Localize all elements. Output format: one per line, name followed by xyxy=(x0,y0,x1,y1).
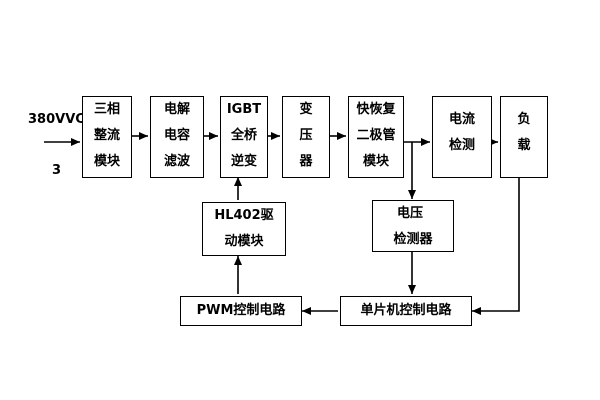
block-label-line: 器 xyxy=(299,154,313,169)
block-label-line: HL402驱 xyxy=(214,208,274,223)
arrow-load-to-mcu xyxy=(472,176,520,315)
input-phase-label: 3 xyxy=(52,163,62,178)
block-label-line: 模块 xyxy=(93,154,120,169)
block-label-line: 电容 xyxy=(163,128,190,143)
block-label-line: PWM控制电路 xyxy=(196,303,286,318)
voltage-detector-block: 电压 检测器 xyxy=(372,200,454,252)
block-label-line: 逆变 xyxy=(230,154,257,169)
rectifier-module-block: 三相 整流 模块 xyxy=(82,96,132,178)
hl402-driver-block: HL402驱 动模块 xyxy=(202,202,286,256)
block-label-line: 动模块 xyxy=(224,234,264,249)
input-voltage-label: 380VVC xyxy=(28,112,85,127)
capacitor-filter-block: 电解 电容 滤波 xyxy=(150,96,204,178)
block-label-line: 三相 xyxy=(93,102,120,117)
block-label-line: 整流 xyxy=(93,128,120,143)
load-block: 负 载 xyxy=(500,96,548,178)
block-label-line: 压 xyxy=(299,128,313,143)
block-label-line: 变 xyxy=(299,102,313,117)
block-label-line: 二极管 xyxy=(356,128,396,143)
block-label-line: 检测器 xyxy=(393,232,433,247)
block-label-line: 电流 xyxy=(448,112,475,127)
igbt-inverter-block: IGBT 全桥 逆变 xyxy=(220,96,268,178)
current-detection-block: 电流 检测 xyxy=(432,96,492,178)
block-label-line: 电解 xyxy=(163,102,190,117)
block-label-line: 负 xyxy=(517,112,531,127)
transformer-block: 变 压 器 xyxy=(282,96,330,178)
block-label-line: 模块 xyxy=(362,154,389,169)
block-label-line: 滤波 xyxy=(163,154,190,169)
block-label-line: 载 xyxy=(517,138,531,153)
block-label-line: 检测 xyxy=(448,138,475,153)
fast-recovery-diode-block: 快恢复 二极管 模块 xyxy=(348,96,404,178)
block-label-line: 快恢复 xyxy=(356,102,396,117)
pwm-control-block: PWM控制电路 xyxy=(180,296,302,326)
block-label-line: IGBT xyxy=(226,102,262,117)
mcu-control-block: 单片机控制电路 xyxy=(340,296,472,326)
block-label-line: 电压 xyxy=(397,206,424,221)
block-label-line: 单片机控制电路 xyxy=(360,303,452,318)
block-label-line: 全桥 xyxy=(230,128,257,143)
